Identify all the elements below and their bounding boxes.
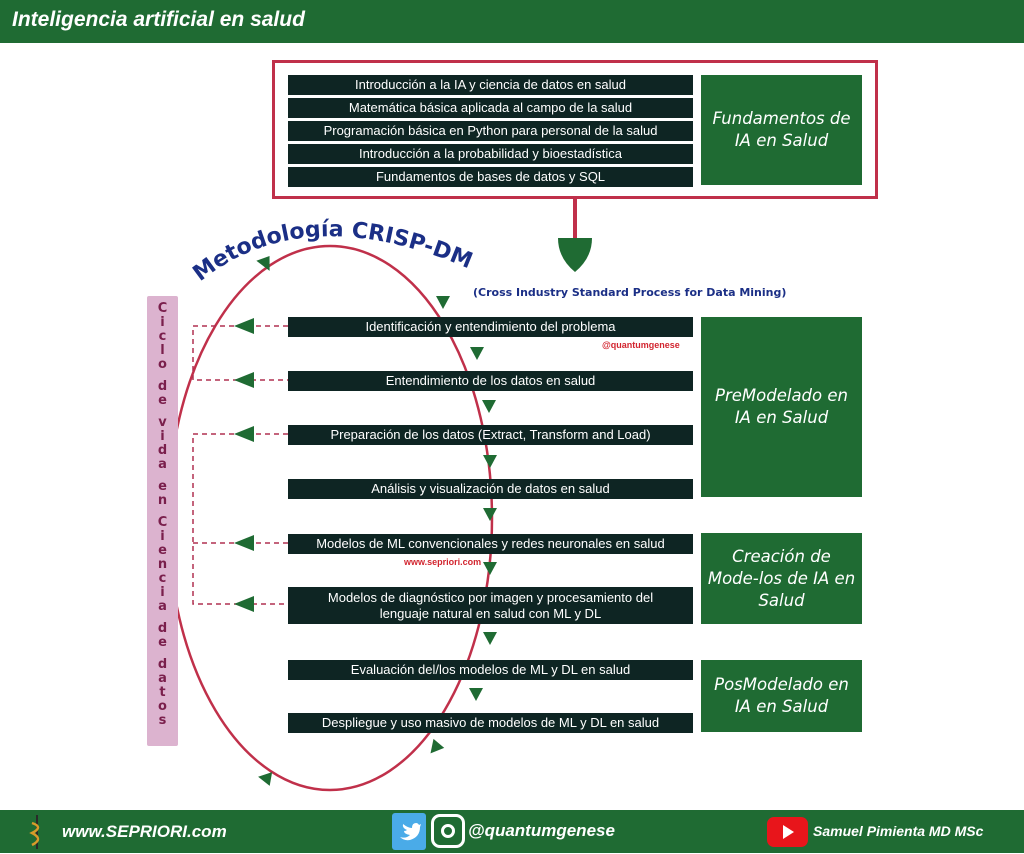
cycle-letter: d bbox=[157, 443, 168, 458]
watermark-site: www.sepriori.com bbox=[404, 557, 482, 567]
cycle-letter: a bbox=[158, 599, 167, 614]
cycle-letter: i bbox=[160, 585, 165, 600]
youtube-icon[interactable] bbox=[767, 817, 808, 847]
step-row: Preparación de los datos (Extract, Trans… bbox=[288, 425, 693, 445]
cycle-letter: a bbox=[158, 671, 167, 686]
cycle-letter: n bbox=[157, 493, 168, 508]
page-title: Inteligencia artificial en salud bbox=[12, 8, 305, 31]
crisp-title: Metodología CRISP-DM bbox=[189, 217, 476, 286]
cycle-letter: d bbox=[157, 621, 168, 636]
footer-site-link[interactable]: www.SEPRIORI.com bbox=[62, 822, 227, 841]
cycle-letter: e bbox=[158, 543, 167, 558]
instagram-icon[interactable] bbox=[431, 814, 465, 848]
cycle-letter: e bbox=[158, 393, 167, 408]
cycle-letter: d bbox=[157, 379, 168, 394]
twitter-icon[interactable] bbox=[392, 813, 426, 850]
cycle-letter: i bbox=[160, 429, 165, 444]
cycle-letter: i bbox=[160, 529, 165, 544]
crisp-subtitle: (Cross Industry Standard Process for Dat… bbox=[473, 286, 787, 299]
cycle-letter: v bbox=[158, 415, 167, 430]
course-row: Introducción a la IA y ciencia de datos … bbox=[288, 75, 693, 95]
course-row: Fundamentos de bases de datos y SQL bbox=[288, 167, 693, 187]
step-row: Evaluación del/los modelos de ML y DL en… bbox=[288, 660, 693, 680]
phase-premodelado: PreModelado en IA en Salud bbox=[701, 317, 862, 497]
step-row: Identificación y entendimiento del probl… bbox=[288, 317, 693, 337]
cycle-letter: t bbox=[159, 685, 166, 700]
cycle-letter: o bbox=[158, 699, 167, 714]
phase-creacion: Creación de Mode-los de IA en Salud bbox=[701, 533, 862, 624]
step-row: Despliegue y uso masivo de modelos de ML… bbox=[288, 713, 693, 733]
dashed-links bbox=[192, 325, 288, 605]
footer-author: Samuel Pimienta MD MSc bbox=[813, 823, 984, 839]
phase-posmodelado: PosModelado en IA en Salud bbox=[701, 660, 862, 732]
step-row: Análisis y visualización de datos en sal… bbox=[288, 479, 693, 499]
step-row: Modelos de diagnóstico por imagen y proc… bbox=[288, 587, 693, 624]
cycle-arrows bbox=[256, 255, 497, 786]
cycle-letter: i bbox=[160, 315, 165, 330]
cycle-letter: e bbox=[158, 479, 167, 494]
cycle-letter: c bbox=[158, 571, 167, 586]
fundamentos-frame bbox=[272, 60, 878, 199]
cycle-letter: n bbox=[157, 557, 168, 572]
down-arrow-icon bbox=[558, 238, 592, 272]
watermark-handle: @quantumgenese bbox=[602, 340, 680, 350]
cycle-letter: a bbox=[158, 457, 167, 472]
cycle-letter: c bbox=[158, 329, 167, 344]
course-row: Programación básica en Python para perso… bbox=[288, 121, 693, 141]
fundamentos-label: Fundamentos de IA en Salud bbox=[701, 75, 862, 185]
cycle-letter: d bbox=[157, 657, 168, 672]
footer-bar: www.SEPRIORI.com @quantumgenese Samuel P… bbox=[0, 810, 1024, 853]
cycle-letter: l bbox=[160, 343, 165, 358]
step-row: Modelos de ML convencionales y redes neu… bbox=[288, 534, 693, 554]
cycle-letter: C bbox=[157, 515, 168, 530]
course-row: Introducción a la probabilidad y bioesta… bbox=[288, 144, 693, 164]
cycle-letter: o bbox=[158, 357, 167, 372]
left-arrow-icons bbox=[234, 318, 254, 612]
caduceus-icon bbox=[29, 815, 40, 849]
cycle-letter: s bbox=[158, 713, 167, 728]
cycle-letter: C bbox=[157, 301, 168, 316]
cycle-letter: e bbox=[158, 635, 167, 650]
header-bar: Inteligencia artificial en salud bbox=[0, 0, 1024, 43]
course-row: Matemática básica aplicada al campo de l… bbox=[288, 98, 693, 118]
footer-handle-link[interactable]: @quantumgenese bbox=[468, 821, 615, 840]
step-row: Entendimiento de los datos en salud bbox=[288, 371, 693, 391]
